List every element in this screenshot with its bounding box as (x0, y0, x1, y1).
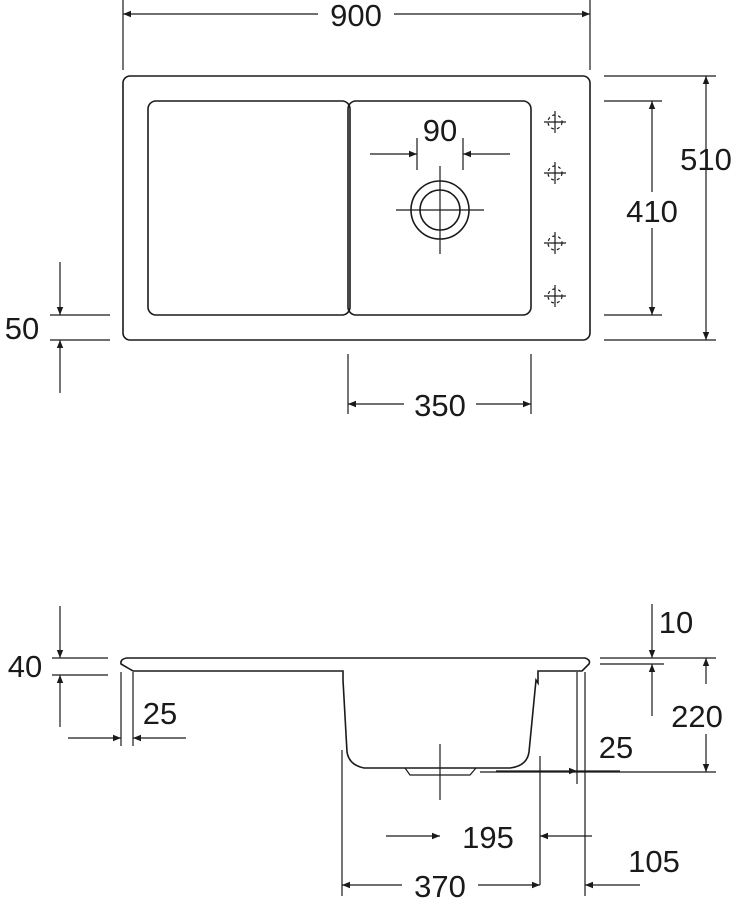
dimension-bowl-wall-offset: 25 (496, 672, 633, 885)
drainer-area (147, 100, 351, 316)
dimension-overall-width: 900 (122, 0, 591, 70)
dimension-label-25-wall: 25 (599, 730, 633, 765)
dimension-bowl-width: 350 (347, 354, 532, 423)
top-view: 900 510 410 90 (5, 0, 732, 423)
dimension-overall-depth: 510 (604, 75, 732, 341)
dimension-label-50: 50 (5, 311, 39, 346)
bowl-outline (347, 100, 532, 316)
tap-hole-marker-icon (544, 232, 566, 254)
dimension-label-195: 195 (462, 820, 514, 855)
dimension-rim-overhang: 25 (68, 672, 186, 746)
dimension-label-220: 220 (671, 699, 723, 734)
sink-outline (122, 75, 591, 341)
dimension-rim-top-offset: 10 (600, 604, 693, 716)
dimension-bowl-depth: 410 (604, 100, 678, 316)
dimension-rim-thickness: 40 (8, 606, 108, 727)
dimension-label-10: 10 (659, 605, 693, 640)
waste-outlet-icon (396, 166, 484, 254)
sink-side-profile (120, 657, 591, 769)
dimension-side-bowl-width: 370 (341, 750, 540, 900)
dimension-label-40: 40 (8, 649, 42, 684)
dimension-label-410: 410 (626, 194, 678, 229)
dimension-label-370: 370 (414, 869, 466, 900)
dimension-front-margin: 50 (5, 262, 110, 393)
side-view: 40 25 10 220 (8, 604, 723, 900)
dimension-waste-offset: 195 (386, 820, 592, 855)
dimension-side-bowl-depth: 220 (480, 657, 723, 773)
tap-hole-marker-icon (544, 285, 566, 307)
dimension-label-510: 510 (680, 142, 732, 177)
dimension-label-350: 350 (414, 388, 466, 423)
tap-hole-marker-icon (544, 111, 566, 133)
dimension-label-25-overhang: 25 (143, 696, 177, 731)
dimension-label-900: 900 (330, 0, 382, 33)
dimension-label-90: 90 (423, 113, 457, 148)
tap-hole-marker-icon (544, 162, 566, 184)
dimension-label-105: 105 (628, 844, 680, 879)
dimension-side-margin: 105 (584, 672, 680, 896)
dimension-waste-diameter: 90 (370, 113, 510, 170)
